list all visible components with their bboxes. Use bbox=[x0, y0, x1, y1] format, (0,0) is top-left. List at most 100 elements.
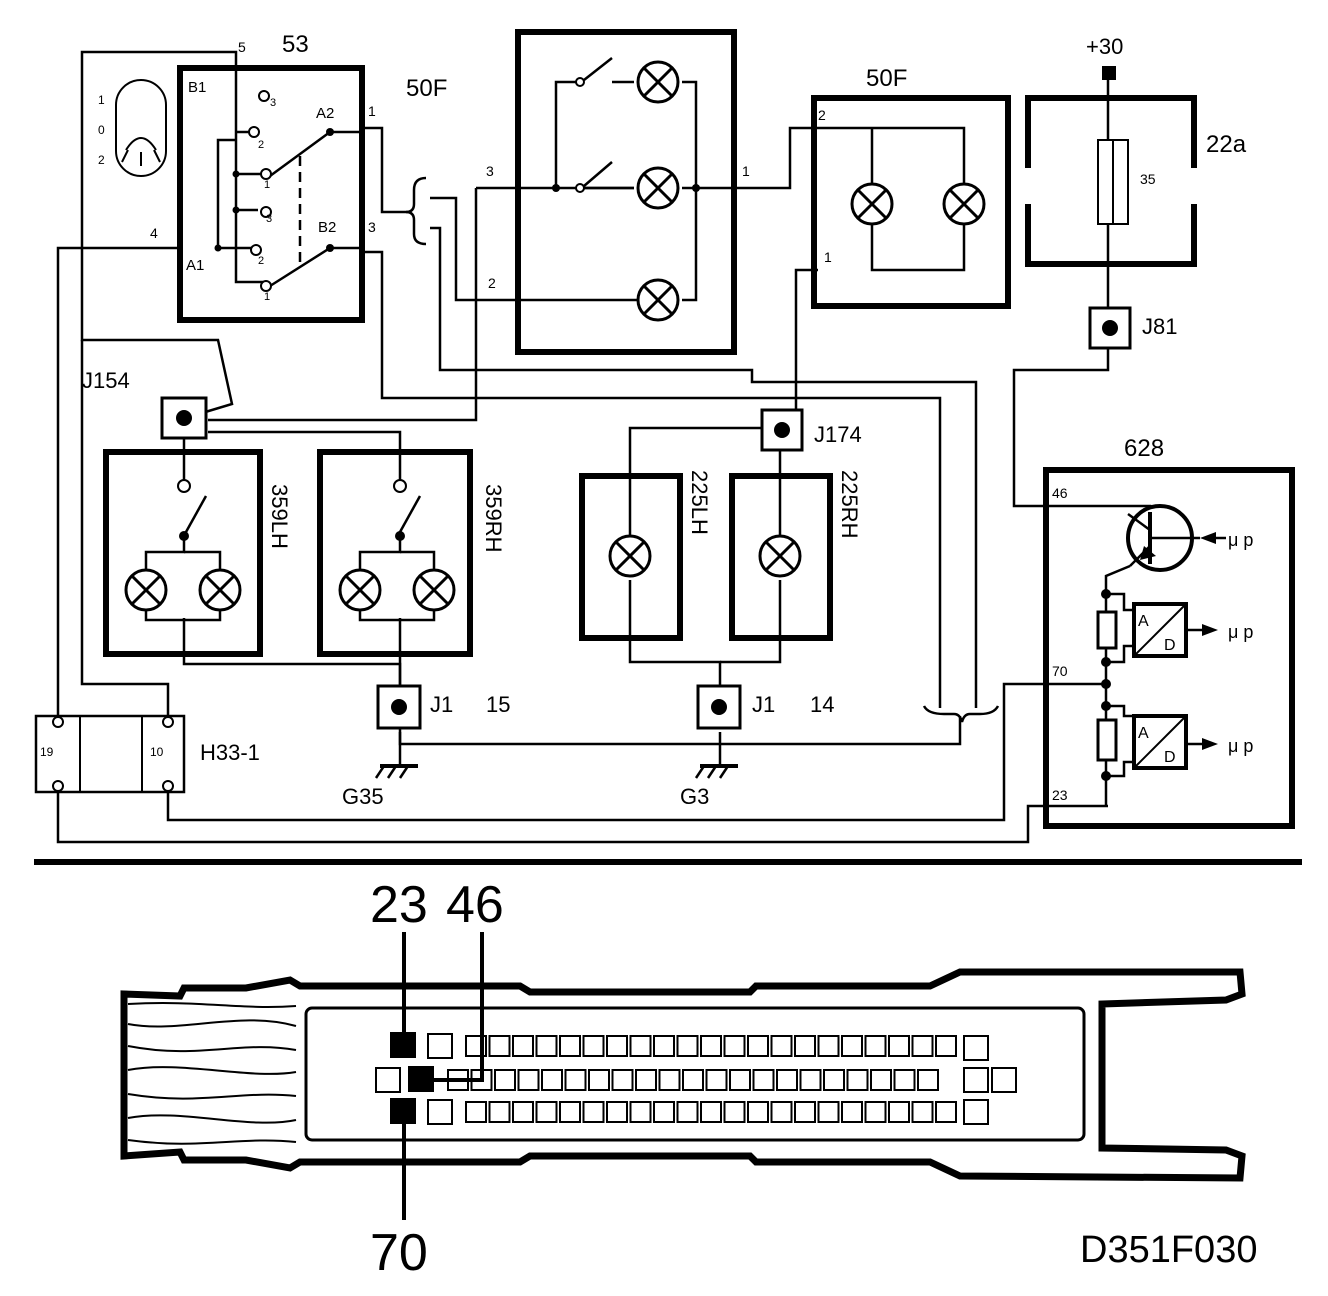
connector-pin-10: 10 bbox=[150, 745, 164, 759]
junction-j154-label: J154 bbox=[82, 368, 130, 393]
contact-2-top bbox=[248, 126, 260, 138]
instrument-cluster-50f-right: 50F 2 1 bbox=[811, 65, 1011, 309]
cluster-right-terminal-1: 1 bbox=[824, 249, 832, 265]
lamp-icon bbox=[942, 182, 986, 226]
cluster-upper-box bbox=[515, 29, 737, 355]
connector-pin-cavity bbox=[559, 1101, 581, 1123]
switch-terminal-4: 4 bbox=[150, 225, 158, 241]
connector-pin-cavity bbox=[606, 1101, 628, 1123]
connector-pin-cavity bbox=[935, 1101, 957, 1123]
junction-j81-label: J81 bbox=[1142, 314, 1177, 339]
connector-pin-cavity bbox=[629, 1101, 652, 1123]
junction-j1-right: J1 14 bbox=[696, 684, 834, 730]
connector-pin-cavity bbox=[841, 1035, 863, 1057]
connector-pin-cavity bbox=[841, 1101, 863, 1123]
connector-pin-cavity bbox=[911, 1035, 934, 1057]
connector-pin-cavity bbox=[963, 1067, 989, 1093]
connector-pin-cavity bbox=[963, 1035, 989, 1061]
connector-pin-cavity bbox=[559, 1035, 581, 1057]
connector-pin-cavity bbox=[512, 1101, 534, 1123]
cluster-right-ref-label: 50F bbox=[866, 65, 907, 92]
switch-terminal-5: 5 bbox=[238, 39, 246, 55]
contact-3-top bbox=[258, 90, 270, 102]
ecu-pin-70: 70 bbox=[1052, 663, 1068, 679]
figure-code: D351F030 bbox=[1080, 1229, 1257, 1271]
connector-pin-cavity bbox=[512, 1035, 534, 1057]
connector-pin-cavity bbox=[629, 1035, 652, 1057]
pin-23-marker bbox=[390, 1032, 416, 1058]
connector-pin-cavity bbox=[700, 1035, 722, 1057]
junction-j81: J81 bbox=[1088, 306, 1177, 350]
connector-pin-cavity bbox=[705, 1069, 728, 1091]
transistor-icon bbox=[1126, 504, 1200, 572]
connector-pin-cavity bbox=[653, 1035, 675, 1057]
connector-pin-cavity bbox=[517, 1069, 540, 1091]
lamp-icon bbox=[636, 60, 680, 104]
contact-b1-label: B1 bbox=[188, 79, 206, 96]
contact-3-bottom bbox=[260, 206, 272, 218]
ground-g35-label: G35 bbox=[342, 784, 384, 809]
wire-bracket-bottom bbox=[922, 705, 1000, 723]
connector-pin-cavity bbox=[917, 1069, 939, 1091]
lamp-icon bbox=[338, 568, 382, 612]
fuse-box-22a: +30 35 22a bbox=[1025, 34, 1247, 267]
connector-pin-cavity bbox=[817, 1035, 840, 1057]
contact-a2-label: A2 bbox=[316, 105, 334, 122]
connector-pin-cavity bbox=[588, 1069, 610, 1091]
connector-pin-cavity bbox=[888, 1035, 910, 1057]
pin-70-marker bbox=[390, 1098, 416, 1124]
ad-label-a: A bbox=[1138, 613, 1149, 630]
connector-pin-cavity bbox=[870, 1069, 892, 1091]
headlamp-icon bbox=[115, 79, 167, 177]
microprocessor-label: μ p bbox=[1228, 622, 1253, 642]
connector-pin-cavity bbox=[611, 1069, 634, 1091]
microprocessor-label: μ p bbox=[1228, 736, 1253, 756]
resistor-icon bbox=[1096, 610, 1118, 650]
connector-pin-cavity bbox=[846, 1069, 869, 1091]
wire-bundle-icon bbox=[127, 1002, 297, 1145]
lamp-icon bbox=[198, 568, 242, 612]
position-0-label: 0 bbox=[98, 123, 105, 137]
wire-bracket bbox=[405, 176, 427, 246]
junction-j174-label: J174 bbox=[814, 422, 862, 447]
lamp-225rh: 225RH bbox=[729, 470, 862, 641]
ecu-connector-pinout: 23 46 70 bbox=[120, 876, 1246, 1282]
ground-g35-icon: G35 bbox=[342, 764, 418, 809]
lamp-icon bbox=[124, 568, 168, 612]
lamp-icon bbox=[636, 278, 680, 322]
pin-callout-70: 70 bbox=[370, 1224, 428, 1282]
connector-pin-cavity bbox=[564, 1069, 587, 1091]
connector-pin-cavity bbox=[888, 1101, 910, 1123]
supply-label: +30 bbox=[1086, 34, 1123, 59]
connector-pin-cavity bbox=[676, 1035, 699, 1057]
pin-callout-23: 23 bbox=[370, 876, 428, 934]
connector-pin-cavity bbox=[723, 1101, 746, 1123]
contact-pin-number: 3 bbox=[266, 213, 272, 225]
connector-pin-cavity bbox=[427, 1033, 453, 1059]
connector-pin-cavity bbox=[729, 1069, 751, 1091]
connector-pin-cavity bbox=[427, 1099, 453, 1125]
lamp-225rh-label: 225RH bbox=[837, 470, 862, 538]
light-switch-53: 53 5 4 1 3 B1 A1 A2 B2 1 0 2 3 2 1 3 2 1 bbox=[98, 31, 376, 323]
junction-j154: J154 bbox=[82, 368, 208, 440]
contact-1-top bbox=[260, 168, 272, 180]
connector-pin-cavity bbox=[794, 1035, 816, 1057]
ground-pin-14: 14 bbox=[810, 692, 834, 717]
connector-pin-cavity bbox=[864, 1101, 887, 1123]
instrument-cluster-50f-upper: 3 2 1 bbox=[486, 29, 750, 355]
connector-pin-cavity bbox=[582, 1101, 605, 1123]
connector-pin-cavity bbox=[864, 1035, 887, 1057]
switch-terminal-1: 1 bbox=[368, 103, 376, 119]
lamp-icon bbox=[412, 568, 456, 612]
cluster-right-terminal-2: 2 bbox=[818, 107, 826, 123]
connector-ref-label: H33-1 bbox=[200, 740, 260, 765]
lamp-359rh-label: 359RH bbox=[481, 484, 506, 552]
connector-pin-cavity bbox=[747, 1035, 769, 1057]
contact-2-bottom bbox=[250, 244, 262, 256]
connector-pin-cavity bbox=[963, 1099, 989, 1125]
connector-pin-cavity bbox=[494, 1069, 516, 1091]
connector-pin-cavity bbox=[488, 1035, 511, 1057]
microprocessor-label: μ p bbox=[1228, 530, 1253, 550]
junction-j1-right-label: J1 bbox=[752, 692, 775, 717]
ecu-pin-46: 46 bbox=[1052, 485, 1068, 501]
